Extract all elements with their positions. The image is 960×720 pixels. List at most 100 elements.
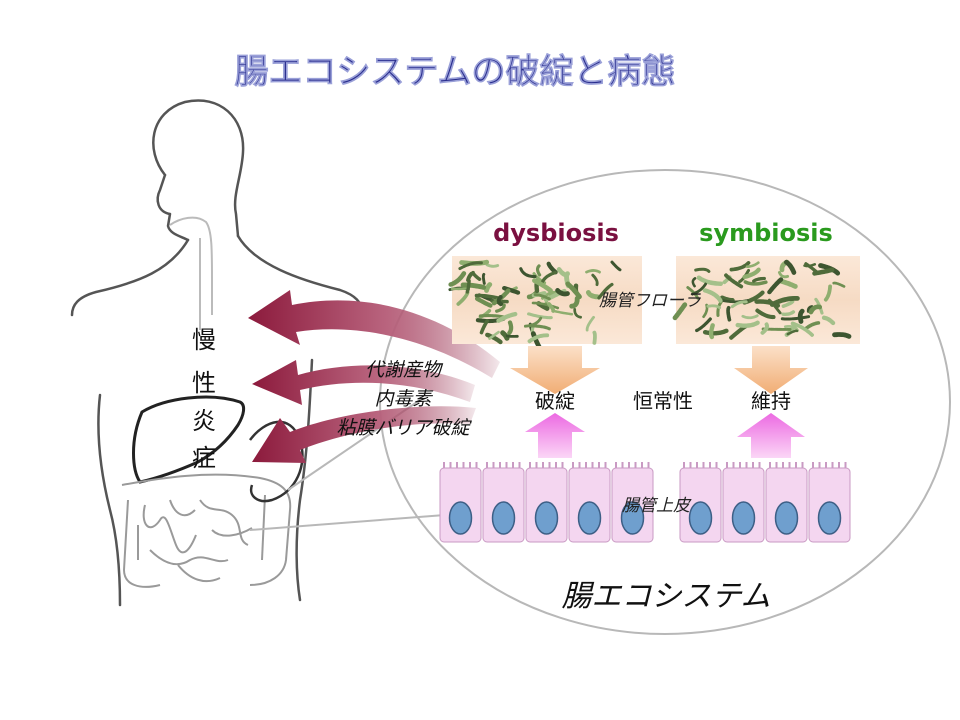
chronic-inflammation-label: 慢 性 炎 症 — [192, 326, 216, 472]
bacterium — [691, 282, 707, 296]
bacterium — [812, 267, 835, 276]
bacterium — [533, 293, 552, 301]
bacterium — [458, 261, 483, 271]
bacterium — [597, 282, 614, 300]
maintain-down-arrow — [734, 346, 808, 394]
bacterium — [481, 272, 486, 285]
bacterium — [672, 302, 688, 321]
factor-labels: 代謝産物 内毒素 粘膜バリア破綻 — [336, 359, 472, 439]
arrow-barrier — [252, 406, 476, 463]
symbiosis-label: symbiosis — [699, 219, 833, 247]
bacterium — [465, 279, 471, 294]
bacterium — [555, 288, 571, 297]
bacterium — [531, 301, 560, 310]
dysbiosis-label: dysbiosis — [493, 219, 619, 247]
cell-nucleus — [688, 501, 713, 535]
bacterium — [702, 328, 729, 336]
maintain-label: 維持 — [751, 389, 791, 413]
disease-char-2: 性 — [192, 369, 216, 397]
flora-label: 腸管フローラ — [599, 291, 701, 311]
bacterium — [806, 305, 814, 314]
collapse-label: 破綻 — [535, 389, 575, 413]
bacterium — [460, 282, 487, 290]
bacterium — [743, 280, 768, 286]
epithelium-label: 腸管上皮 — [622, 496, 692, 516]
bacterium — [565, 281, 582, 300]
bacterium — [496, 295, 503, 307]
bacterium — [479, 319, 489, 335]
ecosystem-circle — [379, 169, 951, 635]
bacterium — [783, 325, 800, 332]
liver-outline — [132, 395, 246, 484]
bacterium — [519, 267, 537, 279]
bacterium — [495, 303, 506, 313]
bacterium — [485, 263, 500, 268]
bacterium — [585, 269, 601, 274]
cell-nucleus — [774, 501, 799, 535]
esophagus — [169, 216, 213, 330]
bacterium — [696, 275, 724, 286]
disease-char-4: 症 — [192, 444, 216, 472]
bacterium — [530, 324, 551, 331]
bacterium — [724, 273, 744, 289]
factor-endotoxin: 内毒素 — [374, 388, 433, 410]
cell-nucleus — [448, 501, 473, 535]
bacterium — [729, 261, 751, 272]
bacterium — [506, 320, 514, 336]
bacterium — [726, 305, 732, 322]
bacterium — [751, 276, 766, 283]
bacterium — [730, 300, 748, 309]
arrow-endotoxin — [252, 360, 475, 405]
bacterium — [592, 330, 597, 345]
bacterium — [781, 310, 796, 316]
bacteria-cluster — [448, 259, 852, 351]
bacterium — [523, 316, 543, 328]
flora-panels — [448, 256, 860, 351]
stomach-outline — [249, 420, 304, 503]
bacterium — [767, 277, 784, 295]
intestinal-epithelium — [439, 462, 851, 543]
bacterium — [706, 304, 722, 310]
bacterium — [784, 259, 797, 275]
bacterium — [569, 295, 580, 309]
magnifier-leader-line-bottom — [249, 514, 446, 531]
bacterium — [556, 267, 569, 278]
disease-char-3: 炎 — [192, 407, 216, 435]
bacterium — [803, 263, 817, 268]
pathogenic-arrows — [248, 290, 500, 463]
bacterium — [745, 261, 760, 269]
intestines — [121, 473, 292, 588]
bacterium — [487, 330, 500, 341]
bacterium — [719, 295, 735, 303]
cell-nucleus — [534, 501, 559, 535]
bacterium — [585, 290, 600, 300]
collapse-down-arrow — [510, 346, 600, 394]
bacterium — [532, 278, 554, 294]
bacterium — [790, 321, 814, 337]
bacterium — [742, 267, 761, 280]
bacterium — [694, 267, 711, 273]
bacterium — [496, 311, 518, 323]
bacterium — [610, 260, 623, 272]
homeostasis-label: 恒常性 — [633, 389, 693, 413]
cell-nucleus — [731, 501, 756, 535]
bacterium — [781, 299, 795, 308]
bacterium — [695, 317, 712, 333]
bacterium — [823, 284, 832, 302]
bacterium — [535, 264, 542, 277]
slide-title: 腸エコシステムの破綻と病態 — [235, 52, 676, 92]
bacterium — [832, 332, 852, 339]
bacterium — [702, 288, 724, 304]
collapse-up-arrow — [525, 413, 585, 458]
human-body-figure — [70, 99, 366, 607]
bacterium — [691, 277, 697, 288]
bacterium — [777, 271, 790, 279]
cell-nucleus — [817, 501, 842, 535]
cell-nucleus — [577, 501, 602, 535]
bacterium — [740, 314, 759, 320]
bacterium — [832, 281, 846, 288]
disease-char-1: 慢 — [192, 326, 216, 354]
bacterium — [526, 333, 550, 344]
bacterium — [500, 330, 510, 341]
